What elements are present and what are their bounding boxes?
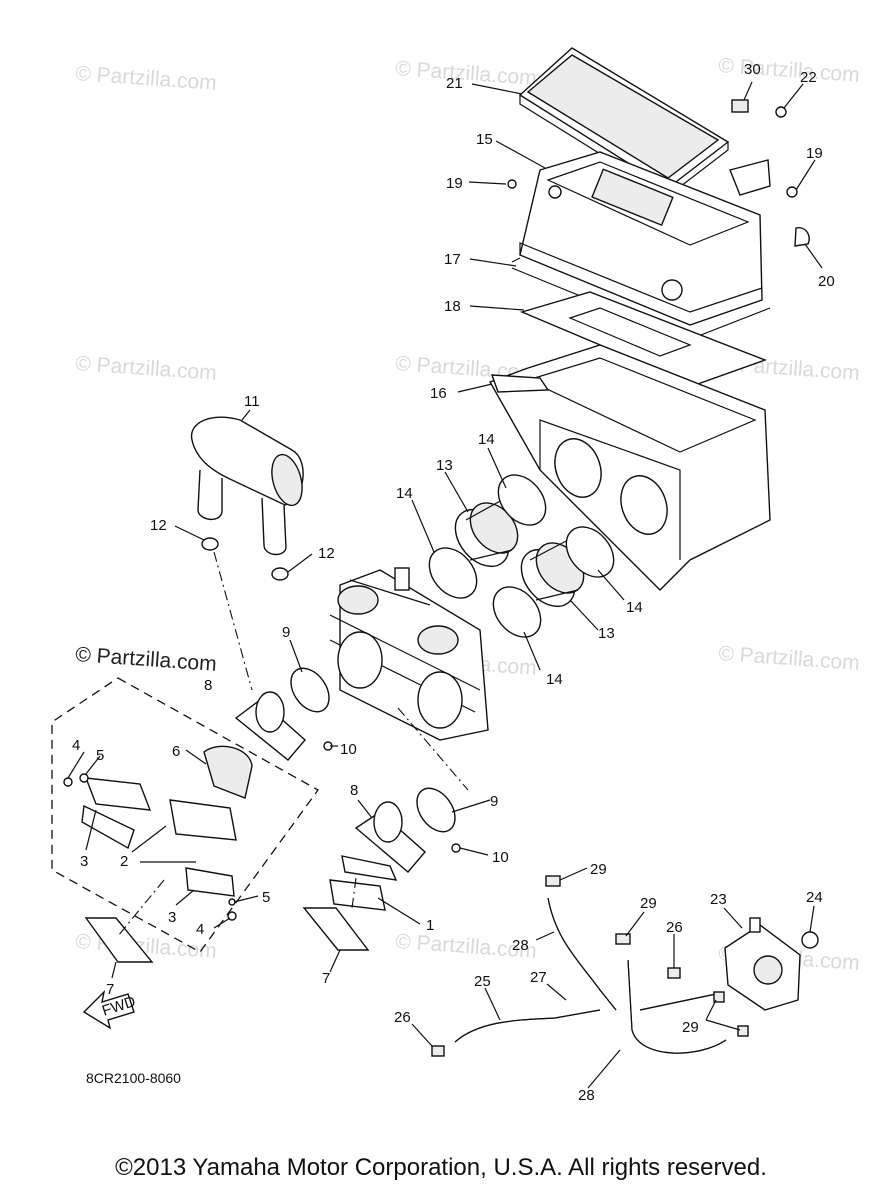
callout-6: 6: [172, 743, 180, 760]
leader-line: [213, 551, 253, 691]
callout-16: 16: [430, 385, 447, 402]
leader-line: [117, 879, 165, 937]
reed-gasket: [84, 907, 370, 963]
callout-11: 11: [244, 393, 260, 410]
callout-12: 12: [318, 545, 335, 562]
watermark: © Partzilla.com: [718, 54, 861, 87]
fuel-pump: [724, 917, 801, 1011]
callout-17: 17: [444, 251, 461, 268]
callout-14: 14: [478, 431, 495, 448]
band-clamp: [290, 667, 456, 833]
callout-5: 5: [262, 889, 270, 906]
callout-18: 18: [444, 298, 461, 315]
intake-joint: [520, 539, 585, 607]
watermark: © Partzilla.com: [75, 643, 218, 676]
callout-21: 21: [446, 75, 463, 92]
callout-29: 29: [640, 895, 657, 912]
callout-24: 24: [806, 889, 823, 906]
callout-25: 25: [474, 973, 491, 990]
callout-9: 9: [282, 624, 290, 641]
callout-20: 20: [818, 273, 835, 290]
air-box-lid: [519, 151, 771, 326]
callout-19: 19: [446, 175, 463, 192]
callout-leaders: [67, 81, 823, 1089]
callout-8: 8: [204, 677, 212, 694]
intake-silencer: [190, 416, 304, 556]
callout-14: 14: [396, 485, 413, 502]
callout-3: 3: [168, 909, 176, 926]
carburetor-joint: [234, 691, 426, 873]
diagram-code: 8CR2100-8060: [86, 1070, 181, 1086]
fuel-hose: [454, 897, 727, 1054]
callout-26: 26: [666, 919, 683, 936]
callout-5: 5: [96, 747, 104, 764]
leader-line: [351, 877, 357, 909]
callout-28: 28: [512, 937, 529, 954]
callout-7: 7: [322, 970, 330, 987]
air-box-case: [488, 344, 771, 591]
watermark: © Partzilla.com: [75, 352, 218, 385]
callout-4: 4: [196, 921, 204, 938]
callout-30: 30: [744, 61, 761, 78]
air-filter-cover: [518, 47, 730, 197]
hose-clamp-band: [428, 474, 615, 638]
callout-22: 22: [800, 69, 817, 86]
callout-labels: 1 2 3 3 4 4 5 5 6 7 7 8 8 9 9 10 10 11 1…: [72, 61, 835, 1104]
callout-9: 9: [490, 793, 498, 810]
callout-14: 14: [626, 599, 643, 616]
callout-13: 13: [598, 625, 615, 642]
callout-8: 8: [350, 782, 358, 799]
intake-joint: [454, 499, 519, 567]
watermark: © Partzilla.com: [718, 642, 861, 675]
callout-14: 14: [546, 671, 563, 688]
callout-10: 10: [340, 741, 357, 758]
callout-29: 29: [590, 861, 607, 878]
assembly-boundary: [51, 677, 319, 953]
callout-15: 15: [476, 131, 493, 148]
callout-7: 7: [106, 981, 114, 998]
carburetor-assembly: [329, 567, 489, 741]
callout-4: 4: [72, 737, 80, 754]
reed-valve: [81, 745, 398, 911]
callout-23: 23: [710, 891, 727, 908]
callout-2: 2: [120, 853, 128, 870]
callout-29: 29: [682, 1019, 699, 1036]
leader-line: [397, 707, 469, 791]
callout-19: 19: [806, 145, 823, 162]
callout-10: 10: [492, 849, 509, 866]
watermark: © Partzilla.com: [75, 62, 218, 95]
watermark: © Partzilla.com: [395, 57, 538, 90]
callout-13: 13: [436, 457, 453, 474]
callout-3: 3: [80, 853, 88, 870]
copyright-notice: ©2013 Yamaha Motor Corporation, U.S.A. A…: [115, 1154, 767, 1181]
callout-1: 1: [426, 917, 434, 934]
callout-28: 28: [578, 1087, 595, 1104]
fasteners: [63, 99, 819, 1057]
callout-27: 27: [530, 969, 547, 986]
callout-26: 26: [394, 1009, 411, 1026]
callout-12: 12: [150, 517, 167, 534]
